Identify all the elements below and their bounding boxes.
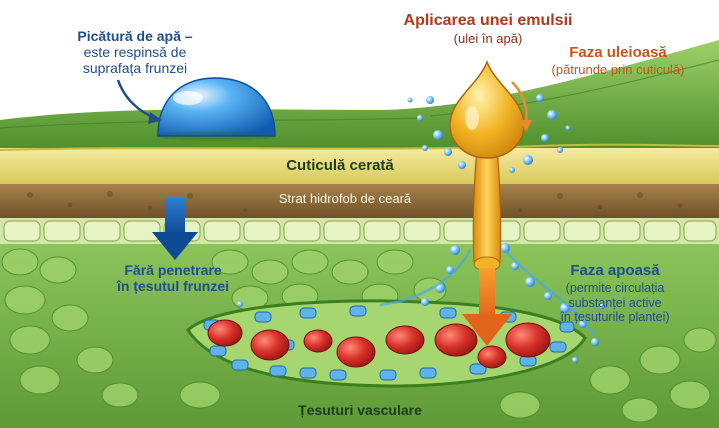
- water-drop-icon: [156, 78, 276, 141]
- water-phase-line3: în țesuturile plantei): [520, 310, 710, 324]
- water-phase-line2: substanței active: [520, 296, 710, 310]
- oil-phase-label: Faza uleioasă (pătrunde prin cuticulă): [528, 44, 708, 78]
- water-drop-line1: este respinsă de: [50, 44, 220, 60]
- water-drop-label: Picătură de apă – este respinsă de supra…: [50, 28, 220, 76]
- wax-label: Strat hidrofob de ceară: [230, 192, 460, 207]
- water-phase-title: Faza apoasă: [520, 262, 710, 279]
- water-phase-label: Faza apoasă (permite circulația substanț…: [520, 262, 710, 324]
- no-penetration-label: Fără penetrare în țesutul frunzei: [88, 262, 258, 294]
- no-penetration-line1: Fără penetrare: [88, 262, 258, 278]
- vascular-label: Țesuturi vasculare: [270, 402, 450, 418]
- oil-phase-title: Faza uleioasă: [528, 44, 708, 61]
- emulsion-title: Aplicarea unei emulsii: [398, 12, 578, 30]
- oil-drop-icon: [450, 62, 524, 158]
- water-drop-line2: suprafața frunzei: [50, 60, 220, 76]
- no-penetration-line2: în țesutul frunzei: [88, 278, 258, 294]
- emulsion-label: Aplicarea unei emulsii (ulei în apă): [398, 12, 578, 47]
- oil-phase-subtitle: (pătrunde prin cuticulă): [528, 63, 708, 78]
- water-phase-line1: (permite circulația: [520, 281, 710, 295]
- cuticle-label: Cuticulă cerată: [240, 157, 440, 174]
- water-drop-title: Picătură de apă –: [50, 28, 220, 44]
